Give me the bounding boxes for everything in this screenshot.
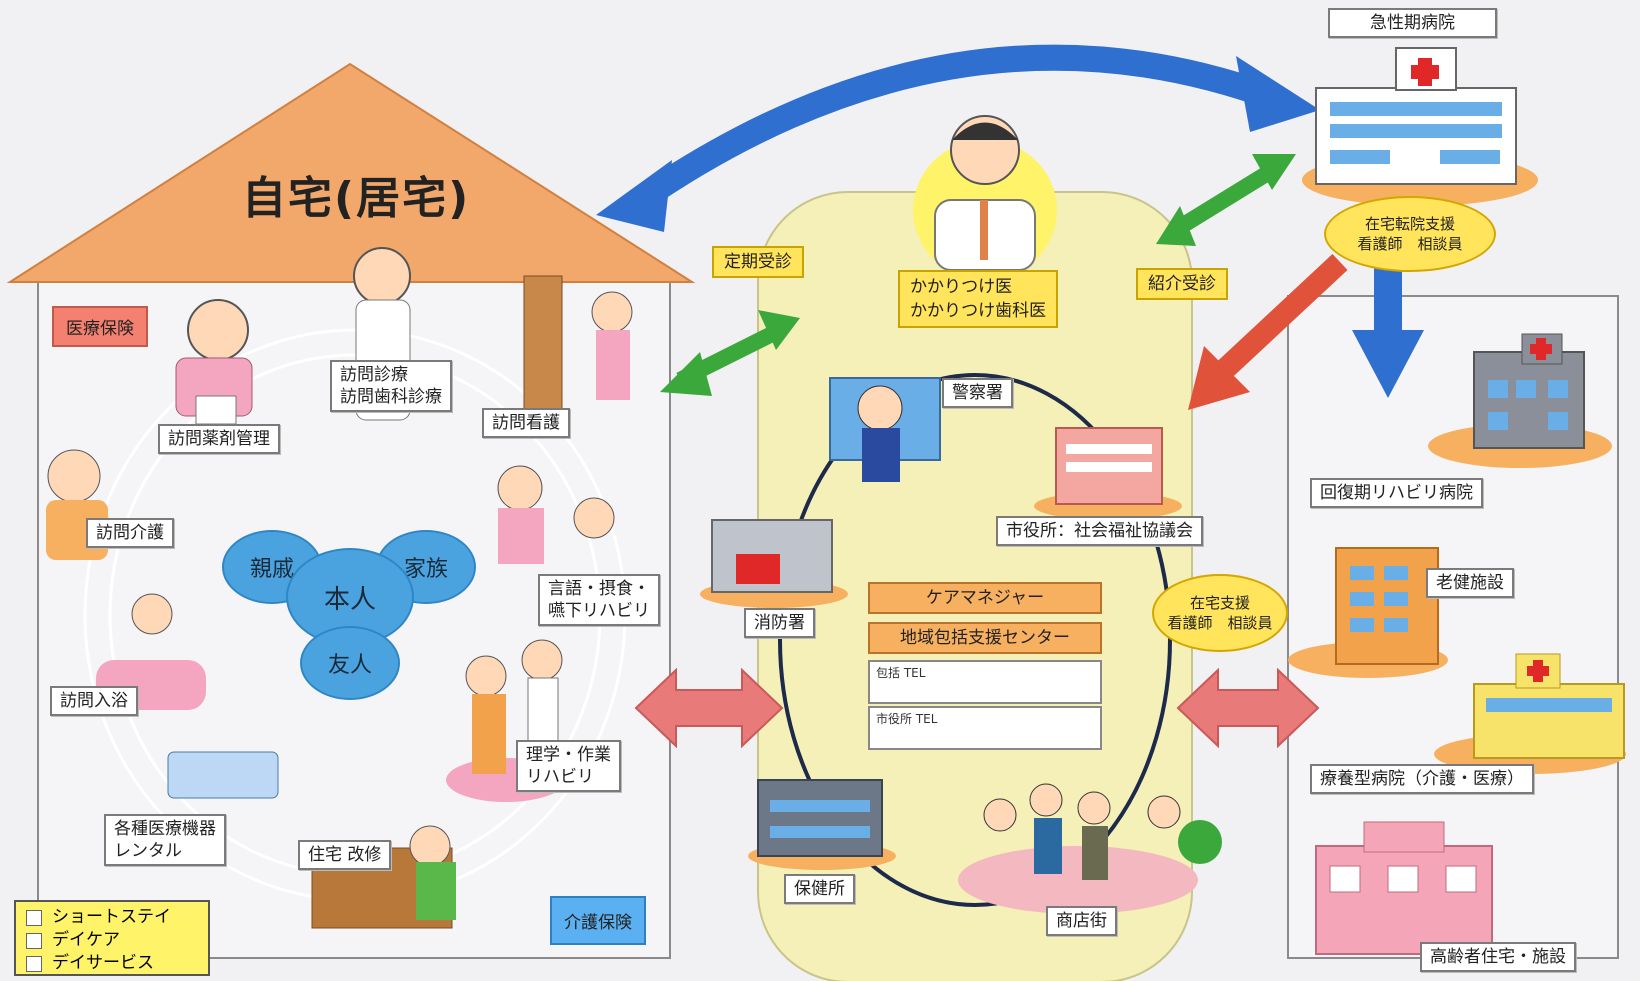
pink-arrow-right (1176, 667, 1320, 749)
label-fire-station: 消防署 (744, 608, 815, 638)
label-home-nursing: 訪問看護 (482, 408, 570, 438)
label-home-renovation: 住宅 改修 (298, 840, 392, 870)
label-referral-visit: 紹介受診 (1136, 268, 1228, 300)
elderly-facility-building (1288, 547, 1448, 678)
green-head-b (758, 310, 800, 350)
red-arrow (1214, 253, 1348, 381)
label-care-manager: ケアマネジャー (868, 582, 1102, 614)
respite-checklist: ショートステイ デイケア デイサービス (14, 900, 210, 976)
label-speech-rehab: 言語・摂食・ 嚥下リハビリ (538, 574, 660, 626)
green-arrow-doctor-hospital (1167, 161, 1281, 239)
oval-home-support: 在宅支援 看護師 相談員 (1152, 574, 1288, 652)
label-police: 警察署 (942, 378, 1013, 408)
oval-transition-support: 在宅転院支援 看護師 相談員 (1324, 196, 1496, 272)
fire-station-building (700, 519, 848, 608)
label-elderly-housing: 高齢者住宅・施設 (1420, 942, 1576, 972)
field-tel-city[interactable]: 市役所 TEL (868, 706, 1102, 750)
checklist-item[interactable]: デイケア (26, 929, 198, 952)
label-home-pharmacy: 訪問薬剤管理 (158, 424, 280, 454)
blue-down-head (1352, 330, 1424, 398)
label-rehab-hospital: 回復期リハビリ病院 (1310, 478, 1483, 508)
label-home-medical: 訪問診療 訪問歯科診療 (330, 360, 452, 412)
label-city-office: 市役所：社会福祉協議会 (996, 516, 1203, 546)
health-center-building (748, 779, 896, 870)
label-community-center: 地域包括支援センター (868, 622, 1102, 654)
elderly-housing-building (1315, 821, 1493, 955)
green-head-a (660, 352, 712, 396)
rehab-hospital-building (1428, 333, 1612, 468)
label-health-center: 保健所 (784, 874, 855, 904)
blue-down-shaft (1374, 262, 1402, 334)
label-family-doctor: かかりつけ医 かかりつけ歯科医 (898, 270, 1059, 328)
label-home-bath: 訪問入浴 (50, 686, 138, 716)
checklist-label: デイサービス (52, 953, 154, 973)
green-head-c (1156, 206, 1196, 246)
red-arrowhead (1188, 346, 1250, 410)
label-long-term-hospital: 療養型病院（介護・医療） (1310, 764, 1534, 794)
city-office-building (1034, 427, 1182, 520)
home-title: 自宅(居宅) (242, 173, 471, 224)
label-acute-hospital: 急性期病院 (1328, 8, 1497, 38)
blue-arrowhead-right (1236, 56, 1320, 132)
medical-insurance-badge: 医療保険 (52, 306, 148, 347)
doctor-illustration (913, 115, 1057, 280)
field-tel-center[interactable]: 包括 TEL (868, 660, 1102, 704)
blue-arrowhead-left (596, 160, 672, 232)
bubble-friends: 友人 (300, 626, 400, 700)
label-equipment-rental: 各種医療機器 レンタル (104, 814, 226, 866)
checkbox-icon[interactable] (26, 909, 42, 926)
checkbox-icon[interactable] (26, 932, 42, 949)
care-insurance-badge: 介護保険 (550, 896, 646, 945)
label-shopping-street: 商店街 (1046, 906, 1117, 936)
police-station-building (829, 377, 941, 482)
pink-arrow-left (634, 667, 784, 749)
long-term-hospital-building (1434, 653, 1626, 774)
checklist-label: デイケア (52, 930, 120, 950)
label-regular-visit: 定期受診 (712, 246, 804, 278)
bubble-self: 本人 (286, 548, 414, 646)
green-head-d (1252, 154, 1296, 190)
home-caregivers-illustration (46, 247, 633, 929)
label-elderly-facility: 老健施設 (1426, 568, 1514, 598)
blue-curve-arrow (632, 44, 1285, 211)
shopping-street-illustration (958, 783, 1222, 914)
home-roof (6, 62, 696, 283)
label-pt-ot-rehab: 理学・作業 リハビリ (516, 740, 621, 792)
checkbox-icon[interactable] (26, 955, 42, 972)
label-home-care: 訪問介護 (86, 518, 174, 548)
checklist-label: ショートステイ (52, 907, 171, 927)
checklist-item[interactable]: デイサービス (26, 952, 198, 975)
checklist-item[interactable]: ショートステイ (26, 906, 198, 929)
acute-hospital-building (1302, 47, 1538, 206)
